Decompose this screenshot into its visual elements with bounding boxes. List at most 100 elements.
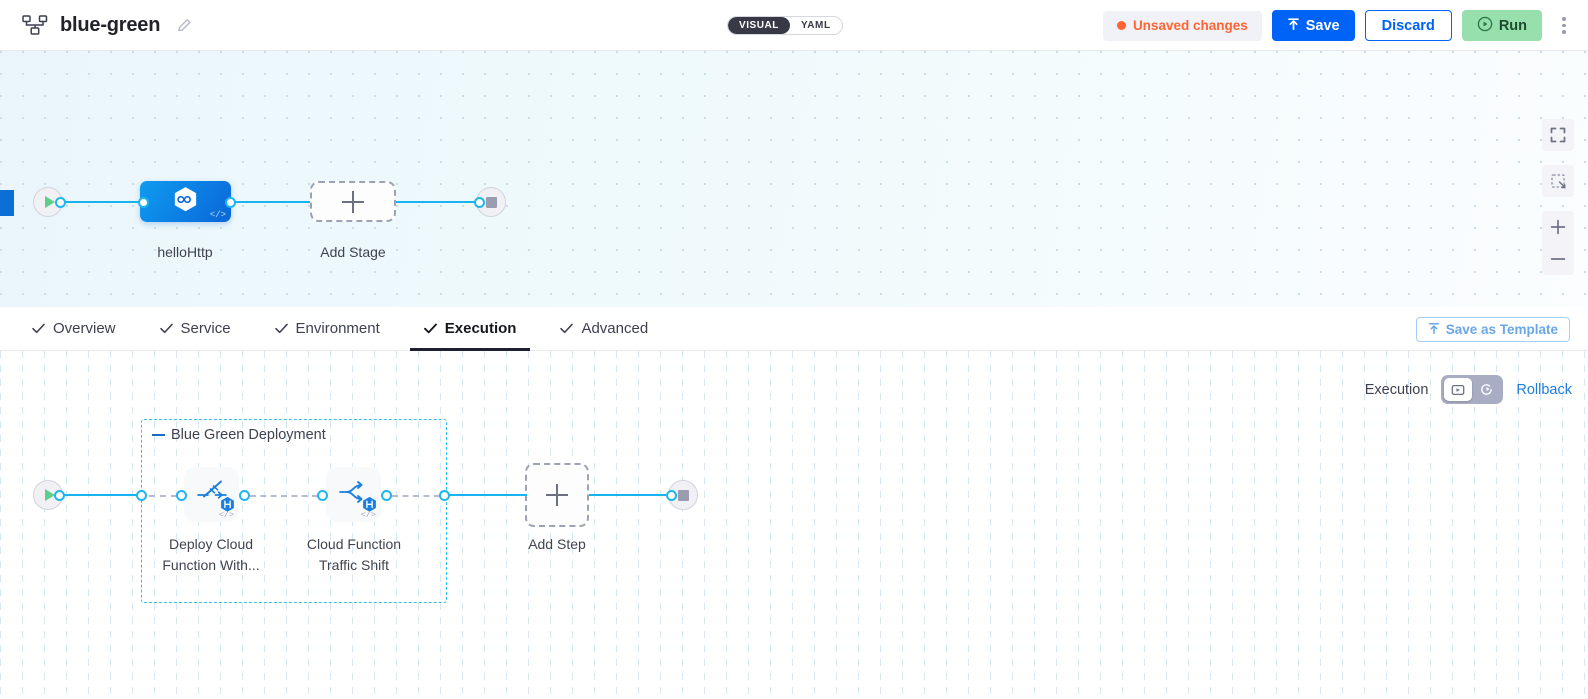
wire-start-to-group bbox=[59, 494, 144, 497]
play-circle-icon bbox=[1477, 16, 1493, 36]
add-stage-button[interactable] bbox=[310, 181, 396, 222]
step-node-traffic-shift[interactable]: </> bbox=[326, 467, 381, 522]
stage-node-label: helloHttp bbox=[157, 244, 213, 260]
selection-box-icon[interactable] bbox=[1542, 165, 1574, 197]
check-icon bbox=[423, 323, 437, 334]
status-badge-unsaved: Unsaved changes bbox=[1102, 10, 1262, 41]
tab-execution[interactable]: Execution bbox=[409, 307, 531, 351]
port-step2-out[interactable] bbox=[381, 489, 392, 501]
tab-label: Overview bbox=[53, 320, 116, 337]
port-stage-in[interactable] bbox=[138, 196, 149, 208]
wire-start-to-stage bbox=[60, 201, 144, 204]
wire-step2-to-group-out bbox=[392, 495, 440, 497]
save-label: Save bbox=[1305, 17, 1340, 34]
pencil-icon[interactable] bbox=[172, 17, 193, 34]
tab-label: Service bbox=[180, 320, 231, 337]
wire-stage-to-addstage bbox=[228, 201, 310, 204]
port-group-in[interactable] bbox=[136, 489, 147, 501]
harness-badge-icon bbox=[219, 496, 236, 513]
unsaved-label: Unsaved changes bbox=[1132, 18, 1248, 33]
collapse-dash-icon[interactable] bbox=[152, 433, 165, 437]
step-group-label: Blue Green Deployment bbox=[171, 427, 326, 443]
wire-addstep-to-end bbox=[589, 494, 672, 497]
tab-service[interactable]: Service bbox=[146, 307, 245, 351]
play-start-icon bbox=[44, 489, 55, 501]
port-exec-start-out[interactable] bbox=[54, 489, 65, 501]
upload-arrow-icon bbox=[1287, 17, 1300, 35]
topbar-actions: Unsaved changes Save Discard Run bbox=[1102, 0, 1574, 51]
step-code-marker: </> bbox=[360, 510, 376, 520]
add-step-button[interactable] bbox=[525, 463, 589, 527]
plus-icon bbox=[546, 484, 568, 506]
rollback-link[interactable]: Rollback bbox=[1516, 381, 1572, 398]
canvas-controls bbox=[1542, 119, 1574, 275]
deploy-function-icon bbox=[195, 475, 229, 514]
tab-advanced[interactable]: Advanced bbox=[546, 307, 662, 351]
template-upload-icon bbox=[1428, 322, 1440, 338]
execution-mode-controls: Execution Rollback bbox=[1365, 375, 1572, 404]
wire-step1-to-step2 bbox=[250, 495, 318, 497]
check-icon bbox=[159, 323, 173, 334]
execution-mode-label: Execution bbox=[1364, 381, 1429, 398]
check-icon bbox=[560, 323, 574, 334]
topbar-left-group: blue-green bbox=[0, 14, 193, 37]
step-group-title: Blue Green Deployment bbox=[152, 427, 326, 443]
zoom-in-icon[interactable] bbox=[1542, 211, 1574, 243]
step-node-deploy-cloud-function[interactable]: </> bbox=[184, 467, 239, 522]
plus-icon bbox=[342, 190, 364, 213]
check-icon bbox=[32, 323, 45, 334]
tab-overview[interactable]: Overview bbox=[18, 307, 130, 351]
zoom-out-icon[interactable] bbox=[1542, 243, 1574, 275]
port-exec-end-in[interactable] bbox=[666, 489, 677, 501]
toggle-option-yaml[interactable]: YAML bbox=[800, 20, 831, 31]
section-tabbar: Overview Service Environment Execution A… bbox=[0, 307, 1588, 351]
step-label-deploy-cloud-function: Deploy Cloud Function With... bbox=[162, 536, 260, 573]
save-as-template-label: Save as Template bbox=[1445, 322, 1558, 337]
pipeline-stage-canvas[interactable]: </> helloHttp Add Stage bbox=[0, 51, 1588, 307]
port-group-out[interactable] bbox=[439, 489, 450, 501]
fit-screen-icon[interactable] bbox=[1542, 119, 1574, 151]
discard-button[interactable]: Discard bbox=[1364, 10, 1452, 41]
stop-end-icon bbox=[677, 489, 689, 501]
step-group-blue-green[interactable] bbox=[141, 419, 447, 603]
add-stage-label: Add Stage bbox=[320, 244, 386, 260]
traffic-split-icon bbox=[337, 475, 371, 514]
add-step-label: Add Step bbox=[528, 536, 586, 552]
tab-environment[interactable]: Environment bbox=[261, 307, 394, 351]
hexagon-infinity-icon bbox=[171, 185, 200, 219]
port-step1-in[interactable] bbox=[176, 489, 187, 501]
port-start-out[interactable] bbox=[55, 196, 66, 208]
pipeline-nodes-icon bbox=[22, 14, 48, 36]
port-stage-out[interactable] bbox=[225, 196, 236, 208]
left-edge-accent bbox=[0, 190, 14, 216]
run-button[interactable]: Run bbox=[1461, 10, 1542, 41]
execution-rollback-toggle[interactable] bbox=[1441, 375, 1504, 404]
wire-group-to-addstep bbox=[449, 494, 527, 497]
canvas-grid-pattern bbox=[0, 351, 1588, 699]
kebab-menu-icon[interactable] bbox=[1554, 11, 1574, 41]
check-icon bbox=[274, 323, 288, 334]
toggle-option-visual[interactable]: VISUAL bbox=[728, 17, 790, 34]
tab-label: Environment bbox=[295, 320, 380, 337]
wire-addstage-to-end bbox=[396, 201, 480, 204]
visual-yaml-toggle[interactable]: VISUAL YAML bbox=[727, 16, 843, 35]
save-button[interactable]: Save bbox=[1271, 10, 1355, 41]
port-step1-out[interactable] bbox=[239, 489, 250, 501]
tab-label: Advanced bbox=[581, 320, 649, 337]
step-code-marker: </> bbox=[218, 510, 234, 520]
step-label-traffic-shift: Cloud Function Traffic Shift bbox=[306, 536, 402, 573]
zoom-controls bbox=[1542, 211, 1574, 275]
port-end-in[interactable] bbox=[474, 196, 485, 208]
stage-node-hellohttp[interactable]: </> bbox=[140, 181, 231, 222]
run-label: Run bbox=[1498, 17, 1527, 34]
harness-badge-icon bbox=[361, 496, 378, 513]
execution-mode-icon[interactable] bbox=[1444, 378, 1473, 401]
execution-steps-canvas[interactable]: Execution Rollback Blue Green Deplo bbox=[0, 351, 1588, 699]
wire-group-in-to-step1 bbox=[149, 495, 177, 497]
unsaved-dot-icon bbox=[1116, 21, 1126, 30]
port-step2-in[interactable] bbox=[317, 489, 328, 501]
page-title: blue-green bbox=[60, 13, 161, 36]
rollback-mode-icon[interactable] bbox=[1472, 378, 1500, 401]
top-toolbar: blue-green VISUAL YAML Unsaved changes S… bbox=[0, 0, 1588, 51]
save-as-template-button[interactable]: Save as Template bbox=[1415, 317, 1570, 342]
